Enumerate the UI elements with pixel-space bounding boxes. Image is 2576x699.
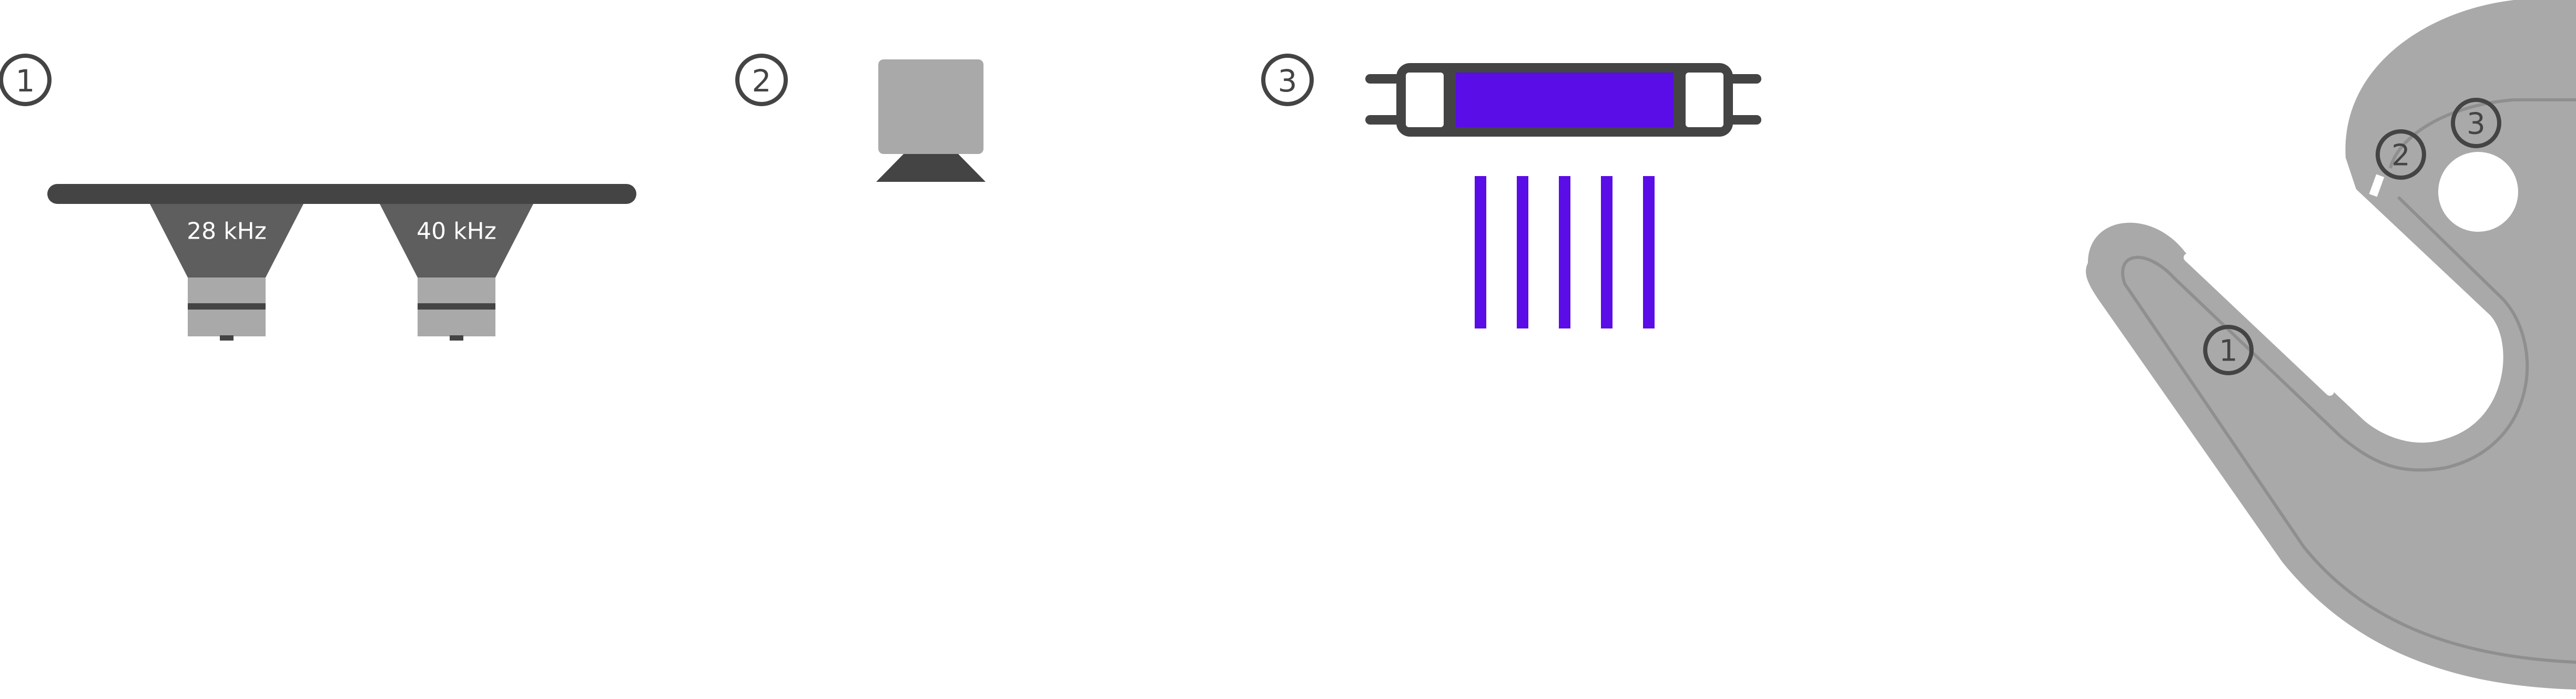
gray-block <box>878 59 983 154</box>
callout-number: 1 <box>2219 334 2238 368</box>
uv-rays <box>1475 176 1655 328</box>
uv-ray <box>1643 176 1655 328</box>
uv-ray <box>1475 176 1486 328</box>
section-2: 2 <box>735 54 986 182</box>
section-1-number-circle <box>0 54 52 106</box>
device-hole <box>2438 152 2518 232</box>
section-3-number-circle <box>1261 54 1314 106</box>
uv-lamp <box>1365 63 1761 137</box>
transducer-mount-plate <box>47 184 636 204</box>
block-base <box>876 154 986 182</box>
lamp-tube <box>1456 73 1674 127</box>
device-inner-edge <box>2121 98 2576 664</box>
device-callout-2: 2 <box>2376 129 2426 180</box>
device-callout-3: 3 <box>2451 98 2501 148</box>
callout-circle <box>2376 129 2426 180</box>
device-body <box>2086 0 2576 690</box>
device-callout-1: 1 <box>2203 325 2254 375</box>
transducer-horn <box>380 204 533 277</box>
uv-ray <box>1517 176 1528 328</box>
uv-ray <box>1601 176 1612 328</box>
callout-circle <box>2451 98 2501 148</box>
section-2-number: 2 <box>752 63 772 99</box>
transducer-pin <box>450 335 463 341</box>
section-1-number: 1 <box>16 63 35 99</box>
device: 1 2 3 <box>2086 0 2576 690</box>
transducer-frequency-label: 28 kHz <box>187 218 267 245</box>
uv-ray <box>1559 176 1570 328</box>
section-3-number: 3 <box>1278 63 1297 99</box>
transducer-band <box>188 303 266 310</box>
callout-number: 3 <box>2467 107 2486 141</box>
transducer-horn <box>150 204 303 277</box>
section-1: 1 28 kHz 40 kHz <box>0 54 636 341</box>
transducer-28khz: 28 kHz <box>150 204 303 341</box>
device-notch <box>2369 174 2385 197</box>
transducer-band <box>418 303 495 310</box>
callout-number: 2 <box>2391 139 2410 173</box>
device-slot <box>2184 253 2334 396</box>
lamp-end-cap <box>1406 73 1444 127</box>
section-2-number-circle <box>735 54 788 106</box>
section-3: 3 <box>1261 54 1761 328</box>
transducer-pin <box>220 335 234 341</box>
transducer-frequency-label: 40 kHz <box>417 218 496 245</box>
transducer-40khz: 40 kHz <box>380 204 533 341</box>
callout-circle <box>2203 325 2254 375</box>
lamp-end-cap <box>1686 73 1723 127</box>
